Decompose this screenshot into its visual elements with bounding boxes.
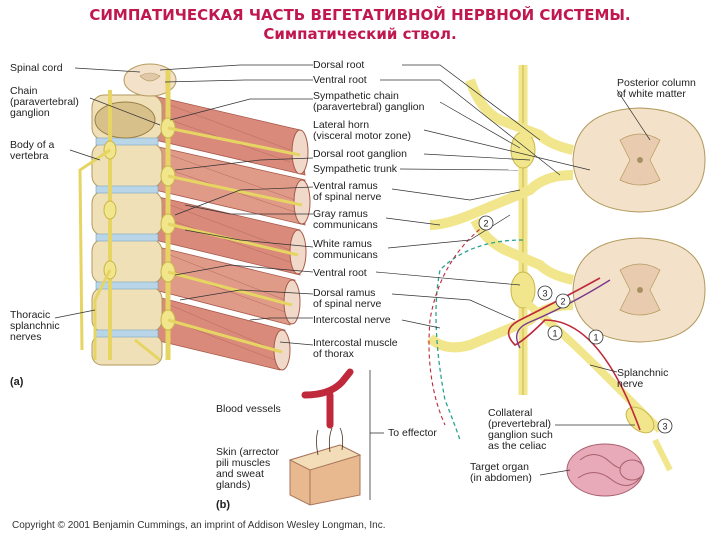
label-lateral-horn: Lateral horn: [313, 119, 369, 131]
label-chain-paravertebral: (paravertebral): [10, 96, 79, 108]
label-skin: Skin (arrector: [216, 446, 280, 458]
pathway-number: 3: [542, 289, 547, 299]
title-line-1: СИМПАТИЧЕСКАЯ ЧАСТЬ ВЕГЕТАТИВНОЙ НЕРВНОЙ…: [89, 6, 631, 24]
label-posterior-column: Posterior column: [617, 77, 696, 89]
label-splanchnic-nerve-2: nerve: [617, 378, 643, 390]
panel-b: [288, 368, 384, 506]
nerve-branches-right: [426, 65, 673, 472]
pathway-number: 1: [593, 333, 598, 343]
label-collateral: Collateral: [488, 407, 532, 419]
label-paravertebral-ganglion: (paravertebral) ganglion: [313, 101, 425, 113]
label-prevertebral: (prevertebral): [488, 418, 551, 430]
label-dorsal-root: Dorsal root: [313, 59, 364, 71]
label-as-the-celiac: as the celiac: [488, 440, 546, 452]
label-of-white-matter: of white matter: [617, 88, 686, 100]
panel-a-label: (a): [10, 376, 24, 388]
label-sympathetic-trunk: Sympathetic trunk: [313, 163, 398, 175]
label-splanchnic-nerve: Splanchnic: [617, 367, 668, 379]
leader-lines: [54, 64, 651, 476]
sympathetic-trunk-left: [78, 70, 303, 362]
label-ventral-ramus-2: of spinal nerve: [313, 191, 381, 203]
label-of-thorax: of thorax: [313, 348, 355, 360]
label-and-sweat: and sweat: [216, 468, 264, 480]
label-spinal-cord: Spinal cord: [10, 62, 63, 74]
title-line-2: Симпатический ствол.: [263, 25, 457, 43]
label-arrector-pili: pili muscles: [216, 457, 270, 469]
pathway-number: 1: [552, 329, 557, 339]
label-ventral-root: Ventral root: [313, 74, 367, 86]
label-body-of-vertebra: Body of a: [10, 139, 55, 151]
panel-b-labels: Blood vessels Skin (arrector pili muscle…: [216, 403, 437, 511]
label-blood-vessels: Blood vessels: [216, 403, 281, 415]
label-gray-ramus-2: communicans: [313, 219, 378, 231]
left-labels: Spinal cord Chain (paravertebral) gangli…: [10, 62, 79, 388]
panel-b-label: (b): [216, 499, 230, 511]
vertebral-column-illustration: [78, 63, 311, 371]
label-white-ramus: White ramus: [313, 238, 372, 250]
pathway-number: 2: [483, 219, 488, 229]
label-intercostal-muscle: Intercostal muscle: [313, 337, 398, 349]
slide-title: СИМПАТИЧЕСКАЯ ЧАСТЬ ВЕГЕТАТИВНОЙ НЕРВНОЙ…: [0, 6, 720, 44]
right-labels: Posterior column of white matter Splanch…: [470, 77, 696, 484]
pathway-numbers: 2 3 2 1 1 3: [478, 215, 673, 434]
label-sympathetic-chain: Sympathetic chain: [313, 90, 399, 102]
label-dorsal-root-ganglion: Dorsal root ganglion: [313, 148, 407, 160]
label-intercostal-nerve: Intercostal nerve: [313, 314, 391, 326]
label-chain-ganglion: ganglion: [10, 107, 50, 119]
label-dorsal-ramus-2: of spinal nerve: [313, 298, 381, 310]
label-ventral-root-2: Ventral root: [313, 267, 367, 279]
label-dorsal-ramus: Dorsal ramus: [313, 287, 375, 299]
label-body-of-vertebra-2: vertebra: [10, 150, 49, 162]
label-visceral-motor-zone: (visceral motor zone): [313, 130, 411, 142]
label-nerves: nerves: [10, 331, 42, 343]
label-target-organ: Target organ: [470, 461, 529, 473]
label-thoracic: Thoracic: [10, 309, 50, 321]
copyright-notice: Copyright © 2001 Benjamin Cummings, an i…: [12, 520, 385, 531]
label-gray-ramus: Gray ramus: [313, 208, 368, 220]
target-organ-intestine: [566, 443, 645, 497]
label-ganglion-such: ganglion such: [488, 429, 553, 441]
label-glands: glands): [216, 479, 250, 491]
pathway-number: 3: [662, 422, 667, 432]
label-chain: Chain: [10, 85, 38, 97]
intercostal-muscles: [149, 94, 311, 371]
label-white-ramus-2: communicans: [313, 249, 378, 261]
spinal-cord-sections: [572, 107, 706, 343]
label-splanchnic: splanchnic: [10, 320, 60, 332]
pathway-number: 2: [560, 297, 565, 307]
label-ventral-ramus: Ventral ramus: [313, 180, 378, 192]
label-to-effector: To effector: [388, 427, 437, 439]
middle-labels: Dorsal root Ventral root Sympathetic cha…: [313, 59, 425, 360]
label-in-abdomen: (in abdomen): [470, 472, 532, 484]
